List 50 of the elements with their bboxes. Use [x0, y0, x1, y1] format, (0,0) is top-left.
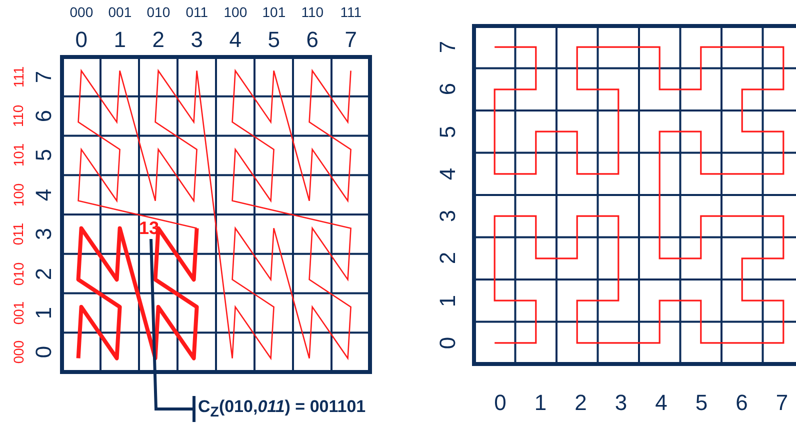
row-number: 7	[437, 41, 460, 54]
column-number: 7	[776, 392, 788, 414]
row-number: 1	[33, 306, 56, 320]
column-number: 2	[574, 392, 587, 414]
column-code: 000	[70, 5, 94, 19]
column-number: 3	[614, 392, 628, 414]
column-number: 5	[695, 392, 708, 414]
row-code: 100	[11, 183, 26, 206]
row-number: 2	[33, 267, 56, 280]
column-number: 6	[736, 392, 748, 414]
column-number: 1	[114, 29, 126, 51]
column-number: 5	[268, 29, 280, 51]
row-code: 011	[11, 223, 26, 246]
leader-line	[150, 238, 196, 422]
column-code: 100	[224, 5, 248, 19]
row-number: 0	[437, 336, 460, 349]
column-number: 6	[306, 29, 318, 51]
column-number: 0	[75, 29, 88, 51]
column-number: 7	[344, 29, 357, 51]
row-number: 3	[33, 228, 56, 240]
row-code: 111	[11, 66, 26, 88]
row-number: 6	[33, 110, 56, 122]
column-code: 010	[146, 5, 170, 19]
column-code: 001	[108, 5, 132, 19]
row-number: 1	[437, 294, 460, 307]
row-number: 6	[437, 83, 460, 96]
column-code: 101	[262, 5, 286, 19]
row-number: 0	[33, 346, 56, 358]
column-number: 2	[152, 29, 164, 51]
row-number: 5	[33, 149, 56, 162]
row-code: 110	[11, 104, 26, 128]
row-number: 3	[437, 210, 460, 222]
row-number: 2	[437, 252, 460, 264]
column-number: 1	[534, 392, 547, 414]
row-number: 4	[33, 188, 56, 201]
column-number: 4	[229, 29, 242, 51]
row-number: 7	[33, 70, 56, 83]
formula-label: C$_{Z}$(010,011) = 001101	[198, 398, 366, 420]
column-code: 011	[186, 5, 208, 19]
row-number: 5	[437, 126, 460, 138]
row-code: 101	[11, 144, 26, 168]
column-number: 0	[494, 392, 506, 414]
column-code: 111	[340, 5, 362, 19]
row-code: 000	[11, 340, 26, 364]
column-number: 4	[655, 392, 668, 414]
column-number: 3	[190, 29, 203, 51]
column-code: 110	[301, 5, 324, 19]
row-code: 010	[11, 262, 26, 286]
row-number: 4	[437, 168, 460, 180]
row-code: 001	[11, 301, 26, 325]
